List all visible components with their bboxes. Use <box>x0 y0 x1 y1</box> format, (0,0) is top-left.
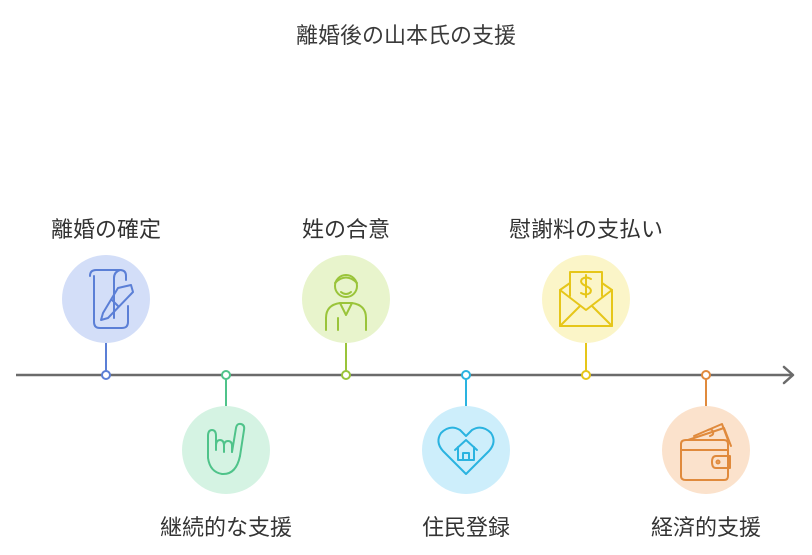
event-4-marker <box>461 370 471 380</box>
hand-gesture-icon <box>207 422 246 476</box>
event-6-marker <box>701 370 711 380</box>
event-1-label: 離婚の確定 <box>50 218 162 243</box>
house-heart-icon <box>437 426 495 475</box>
event-4-label: 住民登録 <box>421 516 511 541</box>
document-pen-icon <box>89 269 134 329</box>
diagram-title: 離婚後の山本氏の支援 <box>295 24 516 49</box>
money-envelope-icon <box>559 271 613 327</box>
event-1-badge <box>62 255 150 343</box>
event-3-badge <box>302 255 390 343</box>
person-icon <box>325 274 367 331</box>
event-2-label: 継続的な支援 <box>159 516 293 541</box>
event-3-label: 姓の合意 <box>301 218 391 243</box>
event-3-marker <box>341 370 351 380</box>
event-6-label: 経済的支援 <box>650 516 762 541</box>
event-5-label: 慰謝料の支払い <box>508 218 664 243</box>
wallet-money-icon <box>680 423 732 481</box>
event-5-badge <box>542 255 630 343</box>
event-2-badge <box>182 406 270 494</box>
event-5-marker <box>581 370 591 380</box>
event-2-marker <box>221 370 231 380</box>
timeline-arrowhead <box>782 365 795 385</box>
event-1-marker <box>101 370 111 380</box>
event-4-badge <box>422 406 510 494</box>
